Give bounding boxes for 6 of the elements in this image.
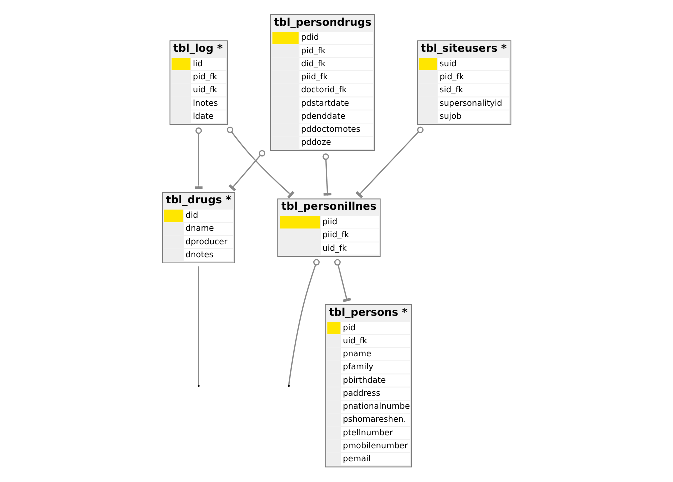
connector: [288, 265, 316, 386]
connector: [355, 126, 424, 199]
connector: [198, 266, 200, 386]
connector: [226, 126, 294, 199]
connector: [228, 150, 266, 192]
connector: [334, 259, 351, 302]
